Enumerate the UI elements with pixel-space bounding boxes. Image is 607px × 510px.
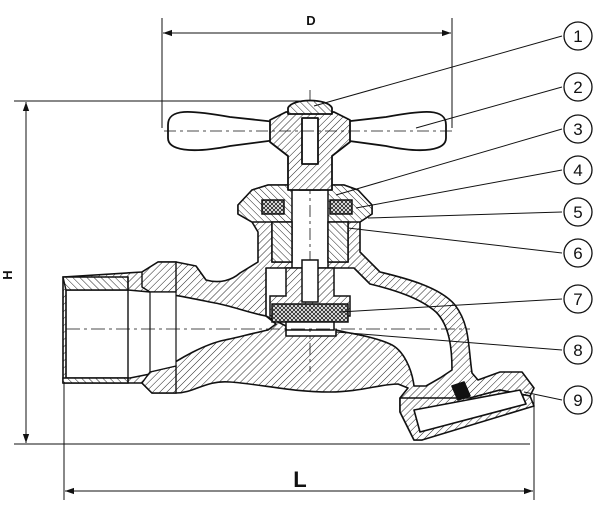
callout-3-label: 3	[573, 120, 582, 139]
valve-disc	[269, 259, 351, 331]
leader-lines	[313, 35, 563, 401]
callout-1-label: 1	[573, 27, 582, 46]
inlet-thread	[62, 261, 177, 394]
dimension-h	[14, 100, 530, 445]
callout-9-label: 9	[573, 391, 582, 410]
handle	[164, 99, 454, 191]
callout-4	[563, 155, 593, 185]
callout-6	[563, 238, 593, 268]
callout-1	[563, 21, 593, 51]
dimension-l	[63, 380, 535, 500]
callout-7	[563, 284, 593, 314]
callout-2	[563, 72, 593, 102]
callout-3	[563, 114, 593, 144]
callout-8-label: 8	[573, 341, 582, 360]
dimension-l-label: L	[293, 467, 306, 492]
callout-5-label: 5	[573, 203, 582, 222]
dimension-d	[161, 18, 453, 128]
dimension-h-label: H	[0, 270, 15, 279]
callout-4-label: 4	[573, 161, 582, 180]
callout-balloons	[563, 21, 593, 415]
callout-8	[563, 335, 593, 365]
callout-7-label: 7	[573, 290, 582, 309]
outlet-nozzle	[399, 381, 535, 441]
callout-9	[563, 385, 593, 415]
callout-2-label: 2	[573, 78, 582, 97]
callout-6-label: 6	[573, 244, 582, 263]
dimension-d-label: D	[306, 13, 315, 28]
callout-5	[563, 197, 593, 227]
